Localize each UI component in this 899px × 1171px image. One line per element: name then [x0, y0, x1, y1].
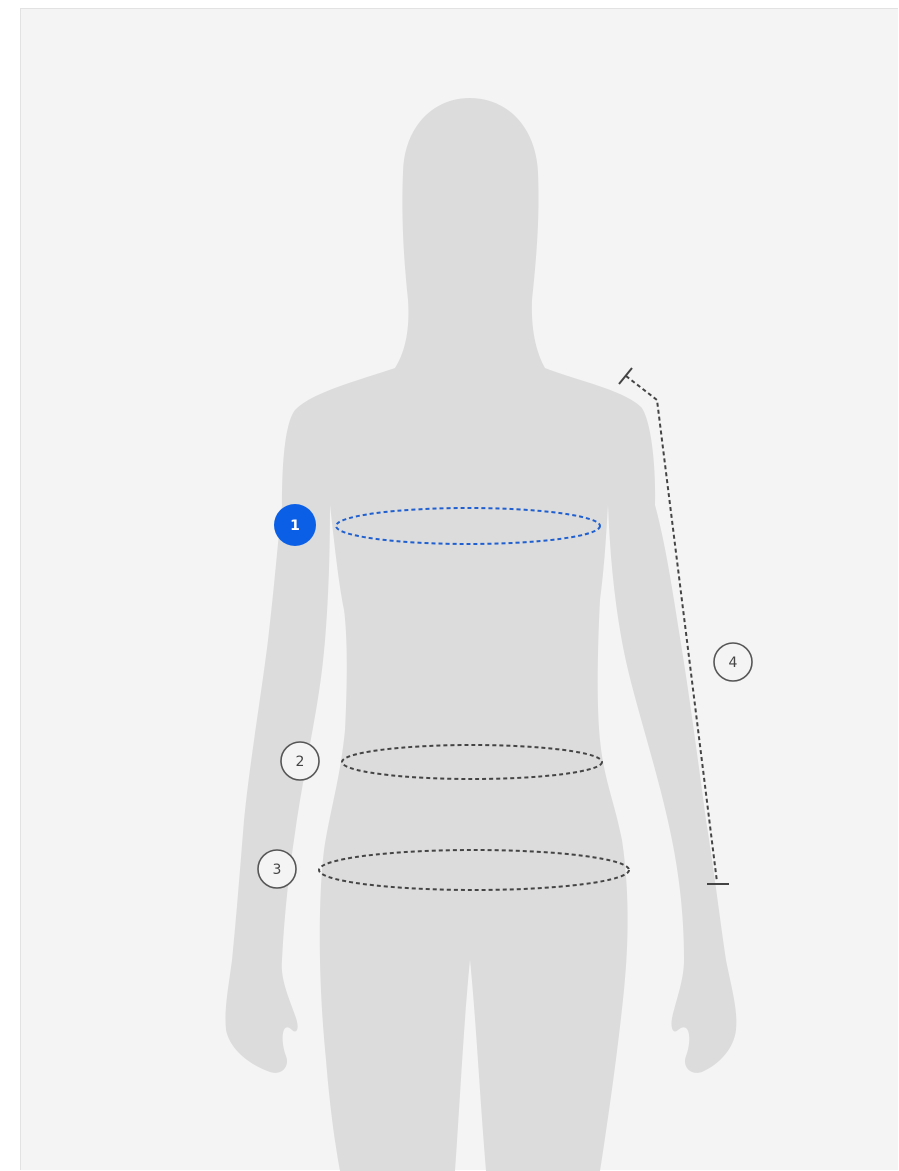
- sleeve-marker-label: 4: [729, 655, 738, 671]
- waist-marker-label: 2: [296, 754, 305, 770]
- right-arm: [608, 505, 736, 1073]
- bust-marker[interactable]: 1: [274, 504, 316, 546]
- sleeve-marker[interactable]: 4: [714, 643, 752, 681]
- bust-marker-label: 1: [290, 518, 300, 534]
- female-body-silhouette: [225, 98, 736, 1171]
- sleeve-top-tick: [619, 368, 632, 384]
- torso-and-legs: [282, 368, 655, 1171]
- head-and-neck: [395, 98, 545, 368]
- hips-marker[interactable]: 3: [258, 850, 296, 888]
- hips-marker-label: 3: [273, 862, 282, 878]
- waist-marker[interactable]: 2: [281, 742, 319, 780]
- left-arm: [225, 505, 330, 1073]
